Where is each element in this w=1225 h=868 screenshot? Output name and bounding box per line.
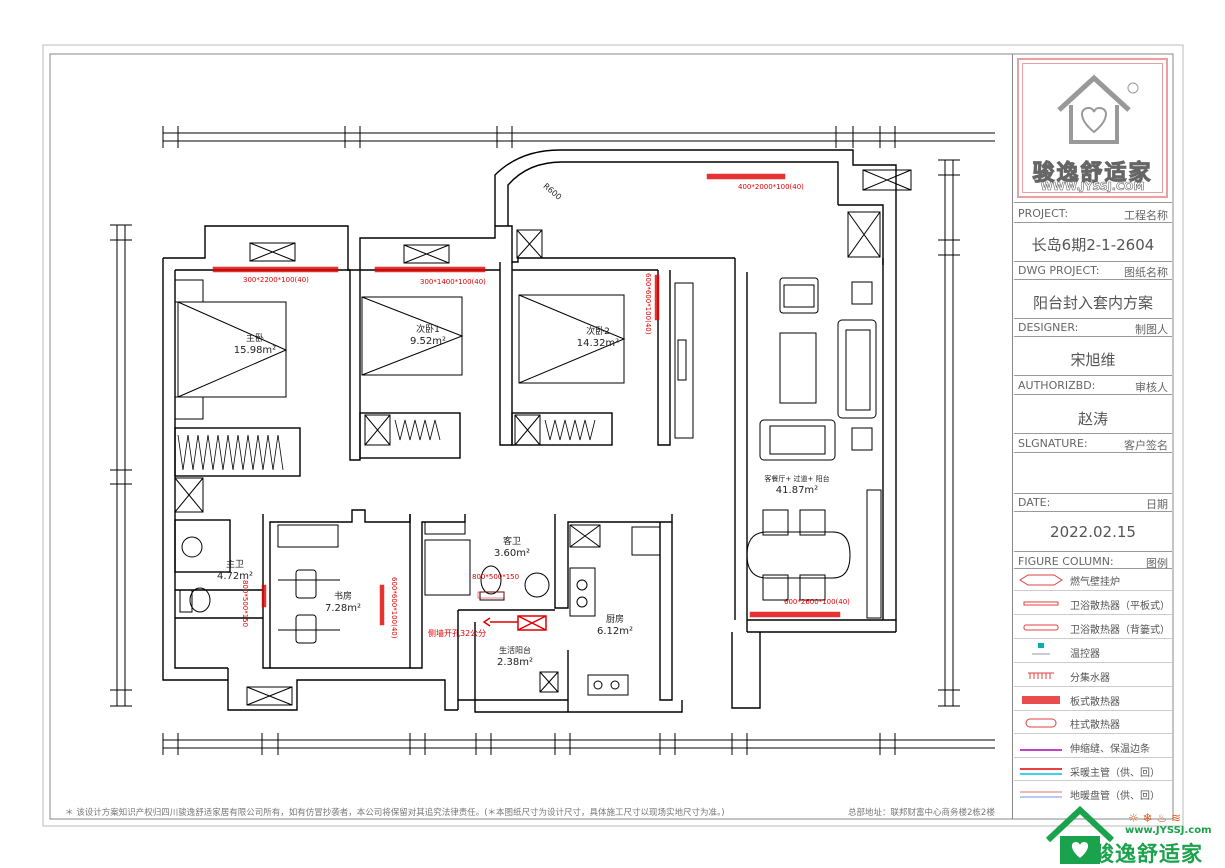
boiler-icon <box>1018 572 1064 586</box>
panel-radiator-icon <box>1018 692 1064 706</box>
company-address: 总部地址：联邦财富中心商务楼2栋2楼 <box>848 808 995 818</box>
legend-item: 分集水器 <box>1070 673 1110 684</box>
svg-text:☼ ❄ ♨ ≋: ☼ ❄ ♨ ≋ <box>1128 811 1181 825</box>
room-living-dining: 客餐厅+ 过道+ 阳台 41.87m² <box>752 473 842 497</box>
legend-item: 伸缩缝、保温边条 <box>1070 744 1150 755</box>
title-block <box>1012 54 1174 819</box>
legend-item: 柱式散热器 <box>1070 720 1120 731</box>
heating-main-pipe-line <box>1018 763 1064 775</box>
radiator-label-master-bed: 300*2200*100(40) <box>243 276 309 284</box>
house-logo-icon <box>1057 74 1139 144</box>
radiator-label-guest-bath: 800*500*150 <box>472 573 520 581</box>
room-study: 书房 7.28m² <box>318 591 368 615</box>
room-service-balcony: 生活阳台 2.38m² <box>490 645 540 669</box>
room-name: 生活阳台 <box>499 646 531 655</box>
designer-value: 宋旭维 <box>1070 351 1116 369</box>
legend-item: 板式散热器 <box>1070 697 1120 708</box>
thermostat-icon <box>1018 642 1064 658</box>
room-name: 厨房 <box>605 615 624 625</box>
copyright-notice: ＊ 该设计方案知识产权归四川骏逸舒适家居有限公司所有，如有仿冒抄袭者，本公司将保… <box>65 808 725 818</box>
brand-url: WWW.JYSSJ.COM <box>1040 180 1145 194</box>
room-area: 7.28m² <box>324 603 361 614</box>
room-area: 9.52m² <box>409 336 446 347</box>
legend-item: 采暖主管（供、回） <box>1070 768 1160 779</box>
legend-item: 地暖盘管（供、回） <box>1070 791 1160 802</box>
company-logo: 骏逸舒适家 WWW.JYSSJ.COM <box>1017 58 1168 198</box>
room-bedroom-1: 次卧1 9.52m² <box>398 324 458 348</box>
author-value: 赵涛 <box>1077 410 1108 428</box>
room-master-bedroom: 主卧 15.98m² <box>225 333 285 357</box>
radiator-label-balcony-top: 400*2000*100(40) <box>738 183 804 191</box>
bath-radiator-basket-icon <box>1018 620 1064 634</box>
manifold-icon <box>1018 668 1064 682</box>
room-name: 次卧2 <box>586 327 610 337</box>
room-name: 客餐厅+ 过道+ 阳台 <box>764 475 830 483</box>
radiator-label-living-side: 600*600*100(40) <box>644 273 652 335</box>
room-name: 主卫 <box>225 560 244 570</box>
room-name: 书房 <box>333 592 352 602</box>
room-bedroom-2: 次卧2 14.32m² <box>568 326 628 350</box>
room-area: 14.32m² <box>576 338 620 349</box>
legend-item: 温控器 <box>1070 649 1100 660</box>
column-radiator-icon <box>1018 715 1064 729</box>
radiator-label-living-bottom: 600*2600*100(40) <box>784 598 850 606</box>
project-value: 长岛6期2-1-2604 <box>1031 236 1155 254</box>
room-guest-bath: 客卫 3.60m² <box>487 536 537 560</box>
room-master-bath: 主卫 4.72m² <box>210 559 260 583</box>
room-area: 2.38m² <box>496 657 533 668</box>
wall-hole-note: 侧墙开孔32公分 <box>428 629 487 638</box>
floor-heating-coil-line <box>1018 786 1064 798</box>
radiator-label-master-bath: 800*500*150 <box>241 580 249 628</box>
date-value: 2022.02.15 <box>1050 523 1136 541</box>
room-kitchen: 厨房 6.12m² <box>590 614 640 638</box>
room-area: 6.12m² <box>596 626 633 637</box>
bath-radiator-flat-icon <box>1018 596 1064 610</box>
room-area: 3.60m² <box>493 548 530 559</box>
room-name: 客卫 <box>502 537 521 547</box>
legend-item: 卫浴散热器（背篓式） <box>1070 625 1170 636</box>
room-area: 41.87m² <box>775 485 819 496</box>
expansion-joint-line <box>1018 740 1064 751</box>
radiator-label-bed1: 300*1400*100(40) <box>420 278 486 286</box>
room-name: 次卧1 <box>416 325 440 335</box>
brand-name: 骏逸舒适家 <box>1032 160 1153 187</box>
dwg-value: 阳台封入套内方案 <box>1032 294 1153 312</box>
radiator-label-study: 600*600*100(40) <box>390 577 398 639</box>
watermark-brand: 骏逸舒适家 <box>1093 842 1203 866</box>
legend-item: 燃气壁挂炉 <box>1070 577 1120 588</box>
room-area: 15.98m² <box>233 345 277 356</box>
legend-item: 卫浴散热器（平板式） <box>1070 601 1170 612</box>
room-name: 主卧 <box>245 334 264 344</box>
watermark-house-icon: ☼ ❄ ♨ ≋ <box>1045 805 1181 864</box>
room-area: 4.72m² <box>216 571 253 582</box>
watermark-url: www.JYSSJ.com <box>1125 825 1212 836</box>
